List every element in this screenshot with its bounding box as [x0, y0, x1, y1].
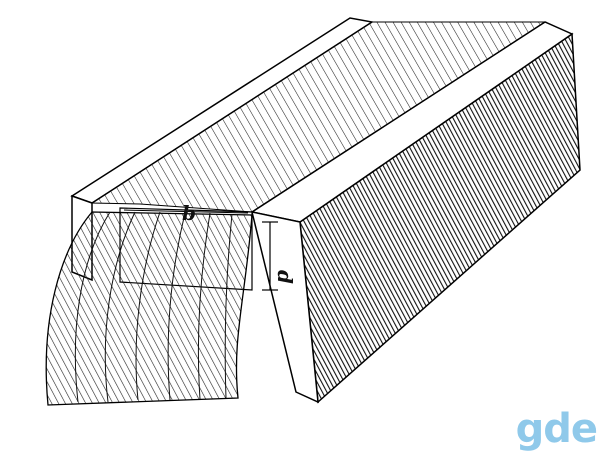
dimension-d-marker	[262, 221, 278, 291]
water-surface	[90, 21, 547, 213]
dimension-b-line	[123, 209, 249, 214]
watermark-logo: gde	[515, 406, 598, 452]
label-b: b	[182, 201, 196, 225]
label-d: d	[273, 270, 297, 284]
flume-right-wall-front	[250, 211, 319, 404]
falling-water-nappe	[45, 211, 253, 406]
nappe-flow-lines	[74, 211, 233, 403]
